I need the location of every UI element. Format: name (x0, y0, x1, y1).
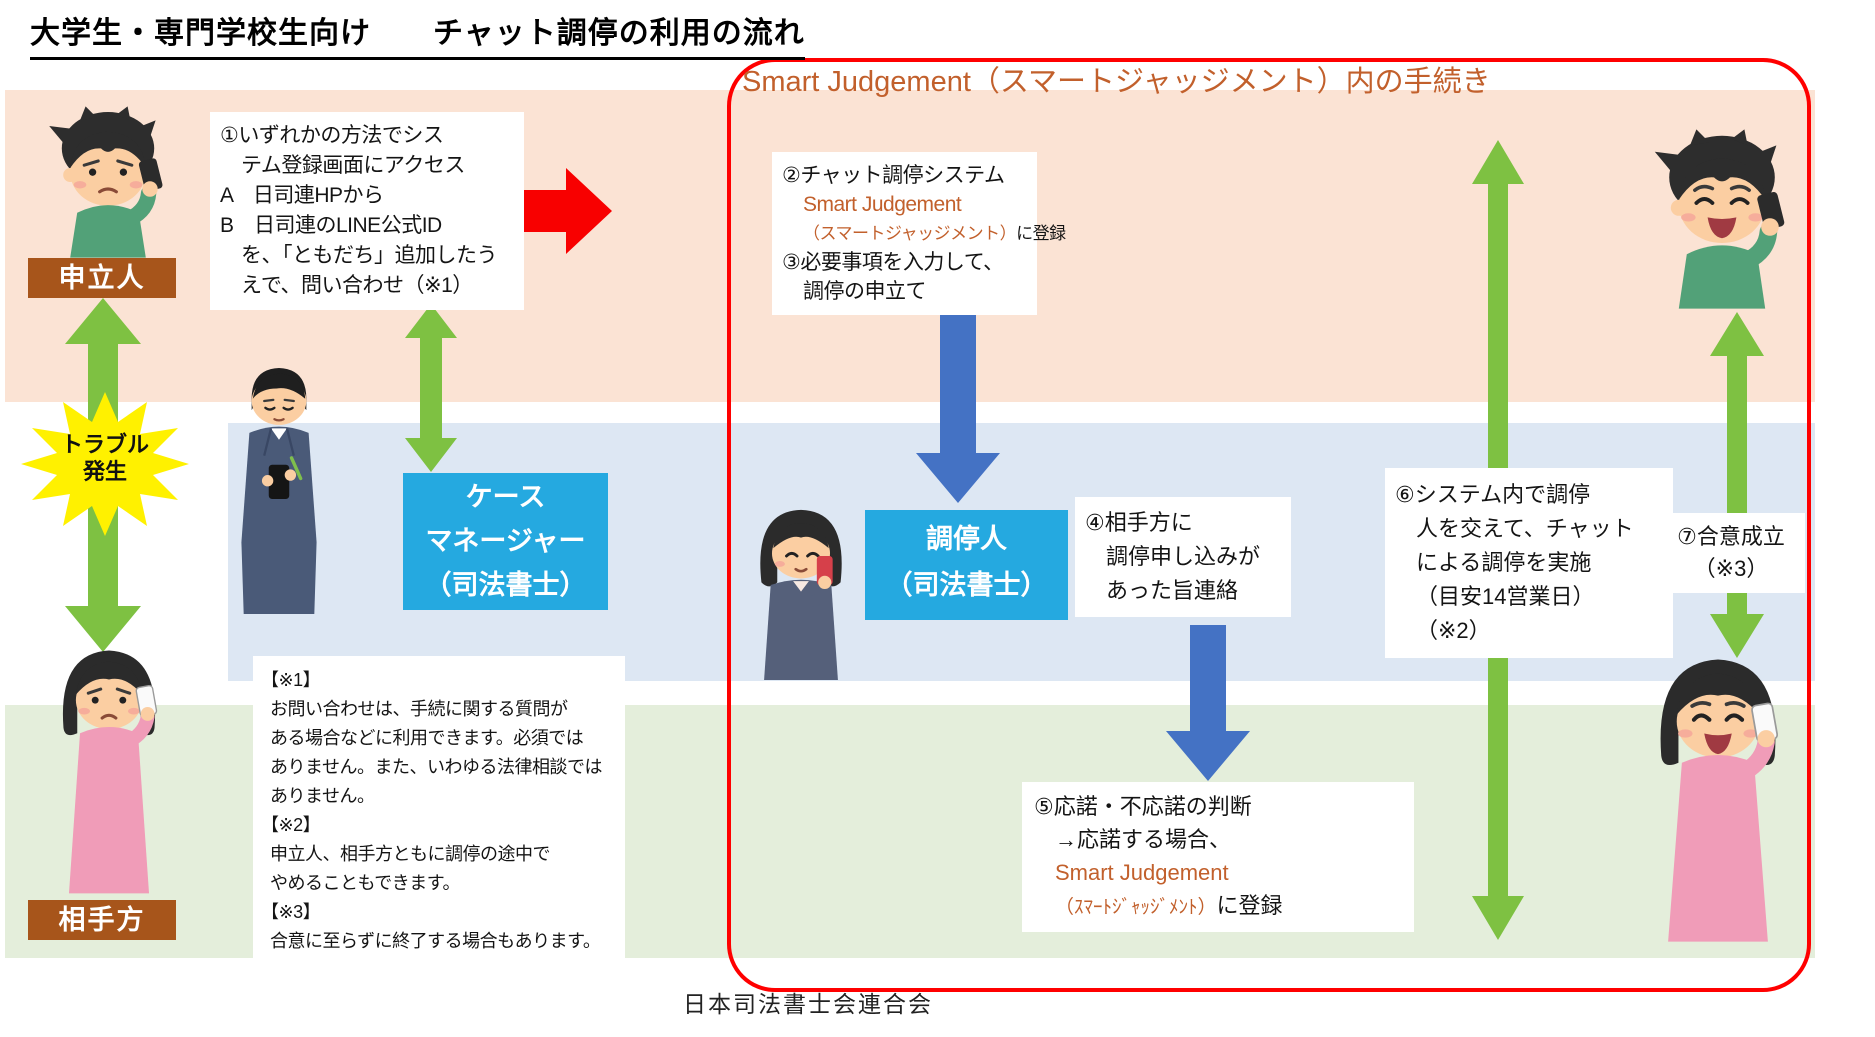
respondent-happy-illustration (1660, 659, 1779, 942)
trouble-line: トラブル (60, 432, 149, 457)
step6-line: （目安14営業日） (1416, 584, 1595, 609)
step1-line: ①いずれかの方法でシス (220, 124, 444, 147)
case-manager-line: マネージャー (425, 526, 586, 556)
step7-box: ⑦合意成立 （※3） (1657, 513, 1805, 593)
step6-line: による調停を実施 (1416, 550, 1592, 575)
note-line: 申立人、相手方ともに調停の途中で (270, 844, 551, 864)
trouble-label: トラブル 発生 (20, 431, 190, 485)
step4-box: ④相手方に 調停申し込みが あった旨連絡 (1075, 497, 1291, 617)
note-line: ありません。また、いわゆる法律相談では (270, 757, 602, 777)
note-line: やめることもできます。 (270, 873, 460, 893)
step1-line: を、「ともだち」追加したう (241, 244, 498, 267)
notify-to-respondent-blue-arrow (1166, 625, 1250, 781)
step5-line: →応諾する場合、 (1055, 827, 1232, 852)
step2-smart-judgement-text: Smart Judgement (803, 193, 962, 216)
step7-line: ⑦合意成立 (1677, 524, 1785, 549)
step6-line: 人を交えて、チャット (1416, 516, 1634, 541)
note-heading: 【※3】 (261, 902, 321, 922)
trouble-starburst-icon (21, 392, 189, 536)
step3-line: 調停の申立て (803, 280, 927, 303)
note-line: 合意に至らずに終了する場合もあります。 (270, 931, 601, 951)
step5-smart-judgement-text: Smart Judgement (1055, 860, 1229, 885)
applicant-label: 申立人 (28, 258, 176, 298)
system-to-mediator-blue-arrow (916, 307, 1000, 503)
step6-box: ⑥システム内で調停 人を交えて、チャット による調停を実施 （目安14営業日） … (1385, 468, 1673, 658)
footer-organization: 日本司法書士会連合会 (683, 991, 933, 1017)
note-line: お問い合わせは、手続に関する質問が (270, 699, 568, 719)
case-manager-illustration (241, 367, 317, 614)
applicant-happy-illustration (1654, 129, 1785, 309)
step4-line: 調停申し込みが (1106, 544, 1261, 569)
step2-step3-box: ②チャット調停システム Smart Judgement （スマートジャッジメント… (772, 152, 1066, 315)
step2-register-text: に登録 (1016, 224, 1066, 243)
step5-register-text: に登録 (1216, 893, 1283, 918)
step5-katakana-text: （ｽﾏｰﾄｼﾞｬｯｼﾞﾒﾝﾄ） (1055, 897, 1217, 918)
case-manager-box: ケース マネージャー （司法書士） (403, 473, 608, 610)
mediator-line: （司法書士） (885, 570, 1048, 600)
mediator-illustration (760, 509, 842, 680)
step7-line: （※3） (1693, 556, 1769, 581)
case-manager-line: （司法書士） (424, 570, 587, 600)
smart-judgement-header: Smart Judgement（スマートジャッジメント）内の手続き (742, 66, 1491, 98)
page-title: 大学生・専門学校生向け チャット調停の利用の流れ (30, 8, 805, 60)
step3-line: ③必要事項を入力して、 (782, 251, 1004, 274)
step1-line: テム登録画面にアクセス (241, 154, 465, 177)
register-red-arrow (512, 168, 612, 254)
step6-line: （※2） (1416, 618, 1491, 643)
step2-line: ②チャット調停システム (782, 164, 1005, 187)
step1-line: えで、問い合わせ（※1） (241, 274, 473, 297)
applicant-casemanager-double-arrow (405, 304, 457, 472)
applicant-worried-illustration (49, 106, 163, 258)
note-heading: 【※1】 (261, 670, 321, 690)
step2-katakana-text: （スマートジャッジメント） (803, 224, 1017, 243)
note-heading: 【※2】 (261, 815, 321, 835)
respondent-worried-illustration (62, 650, 158, 894)
step1-line: B 日司連のLINE公式ID (220, 214, 442, 237)
mediator-line: 調停人 (926, 524, 1007, 554)
agreement-double-arrow (1710, 312, 1764, 658)
note-line: ある場合などに利用できます。必須では (270, 728, 584, 748)
case-manager-line: ケース (465, 482, 546, 512)
trouble-line: 発生 (82, 459, 127, 484)
mediator-box: 調停人 （司法書士） (865, 510, 1068, 620)
notes-box: 【※1】 お問い合わせは、手続に関する質問が ある場合などに利用できます。必須で… (253, 656, 625, 966)
step5-line: （ｽﾏｰﾄｼﾞｬｯｼﾞﾒﾝﾄ）に登録 (1034, 889, 1402, 924)
step6-line: ⑥システム内で調停 (1395, 482, 1591, 507)
step5-line: ⑤応諾・不応諾の判断 (1034, 794, 1252, 819)
step5-box: ⑤応諾・不応諾の判断 →応諾する場合、 Smart Judgement （ｽﾏｰ… (1022, 782, 1414, 932)
respondent-label: 相手方 (28, 900, 176, 940)
step1-line: A 日司連HPから (220, 184, 384, 207)
step1-box: ①いずれかの方法でシス テム登録画面にアクセス A 日司連HPから B 日司連の… (210, 112, 524, 310)
step4-line: ④相手方に (1085, 510, 1193, 535)
note-line: ありません。 (270, 786, 375, 806)
step2-line: （スマートジャッジメント）に登録 (782, 219, 1066, 248)
step4-line: あった旨連絡 (1106, 578, 1239, 603)
